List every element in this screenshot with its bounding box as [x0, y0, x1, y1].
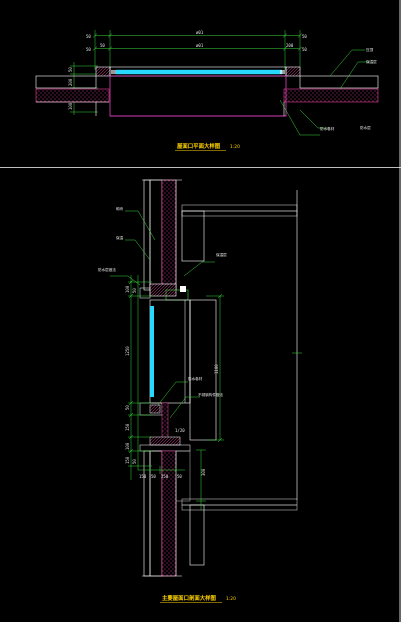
plan-dim-right-bottom: 50	[302, 47, 307, 52]
section-dim-11: 300	[201, 468, 206, 476]
plan-dim-vert-2: 200	[68, 78, 73, 86]
section-dim-12: 150	[139, 474, 147, 479]
section-leaders	[110, 210, 215, 419]
plan-leaders	[279, 49, 370, 136]
plan-dim-inner: ø01	[196, 43, 204, 48]
plan-detail: 50 50 50 50 ø01 ø01 50 200 50 200 150 10…	[35, 30, 379, 151]
plan-dim-vert-1: 50	[68, 67, 73, 72]
section-dim-13: 50	[151, 474, 156, 479]
section-sill	[139, 402, 191, 452]
section-dim-9: 1100	[214, 364, 219, 374]
plan-opening	[95, 66, 301, 117]
section-title: 主要屋面口剖面大样图	[162, 594, 217, 602]
section-header	[139, 283, 189, 301]
plan-title: 屋面口平面大样图	[177, 142, 221, 150]
section-dim-8: 50	[132, 459, 137, 464]
section-glass	[150, 306, 154, 397]
plan-dim-left-bottom: 50	[86, 47, 91, 52]
section-dim-7: 150	[125, 456, 130, 464]
section-dim-5: 150	[125, 423, 130, 431]
plan-right-slab	[283, 75, 379, 103]
section-label-wall-2: 保温	[116, 235, 124, 240]
plan-label-right-4: 防水卷材	[320, 126, 335, 131]
section-dim-1: 100	[125, 285, 130, 293]
plan-dim-vert-4: 100	[68, 102, 73, 110]
section-label-mid-right: 保温层	[216, 252, 227, 257]
section-label-left-note: 防水层做法	[98, 267, 116, 272]
section-dim-2: 50	[132, 288, 137, 293]
plan-dim-overall: ø01	[196, 30, 204, 35]
section-dimension-lines-right	[196, 293, 302, 510]
plan-dim-right-small: 200	[286, 43, 294, 48]
section-dim-14: 250	[161, 474, 169, 479]
plan-left-slab	[35, 75, 110, 103]
section-dimension-lines-bottom	[138, 466, 185, 474]
plan-label-right-2: 保温层	[366, 59, 377, 64]
plan-dim-right-top: 50	[302, 34, 307, 39]
plan-dim-left-top: 50	[86, 34, 91, 39]
plan-dim-left-small: 50	[100, 43, 105, 48]
section-detail: 100 50 1250 50 150 100 150 50 1100 1/20 …	[98, 179, 302, 603]
section-label-lower-2: 不锈钢构件做法	[198, 392, 224, 397]
plan-glass	[115, 69, 283, 75]
plan-label-right-1: 压顶	[366, 47, 374, 52]
section-upper-beam	[181, 190, 298, 500]
plan-scale: 1:20	[230, 144, 240, 150]
section-dim-4: 50	[125, 405, 130, 410]
section-dim-15: 50	[177, 474, 182, 479]
section-dim-6: 100	[125, 442, 130, 450]
section-label-lower-1: 防水卷材	[188, 376, 203, 381]
section-lower-beam	[181, 498, 298, 566]
section-wall-upper	[142, 179, 182, 291]
plan-label-right-3: 防水层	[360, 125, 371, 130]
section-dim-3: 1250	[125, 346, 130, 356]
section-dimension-lines-left	[128, 275, 152, 480]
section-scale: 1:20	[226, 596, 236, 602]
section-dim-10: 1/20	[175, 428, 185, 433]
section-label-wall-1: 砌块	[116, 206, 124, 211]
section-opening	[149, 299, 217, 441]
plan-dimension-lines	[70, 30, 303, 115]
